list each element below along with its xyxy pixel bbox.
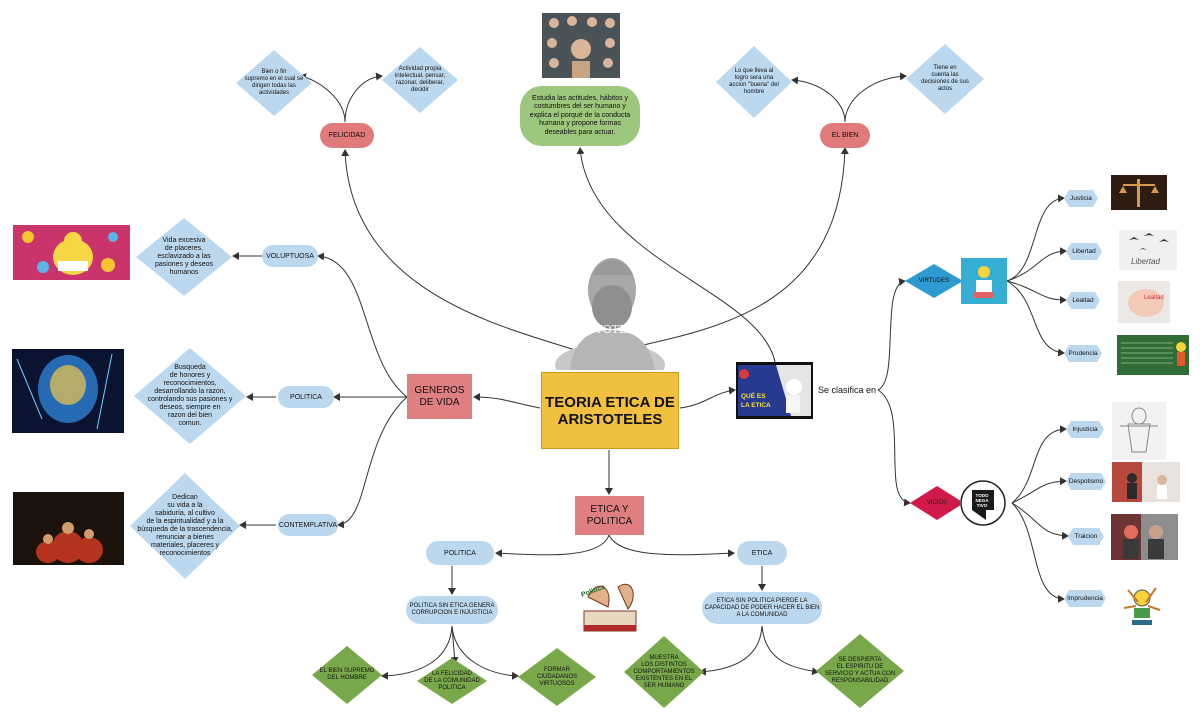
contemplativa-description-text: Dedican su vida a la sabiduría, al culti… xyxy=(137,494,233,557)
faces-collage-image xyxy=(542,13,620,78)
contemplativa-node[interactable]: CONTEMPLATIVA xyxy=(278,514,338,536)
vicio-injusticia-label: Injusticia xyxy=(1072,426,1098,433)
politica-life-node[interactable]: POLITICA xyxy=(278,386,334,408)
vicio-traicion[interactable]: Traicion xyxy=(1068,528,1104,545)
homer-pleasure-image xyxy=(13,225,130,280)
etica-sin-politica-text: ETICA SIN POLITICA PIERDE LA CAPACIDAD D… xyxy=(704,597,820,618)
vicio-traicion-label: Traicion xyxy=(1074,533,1098,540)
politica-label: POLITICA xyxy=(444,549,476,557)
politica-sin-etica-text: POLITICA SIN ETICA GENERA CORRUPCION E I… xyxy=(409,603,495,616)
lealtad-image-text: Lealtad xyxy=(1144,295,1164,301)
virtudes-node[interactable]: VIRTUDES xyxy=(905,264,963,298)
central-topic-box[interactable]: TEORIA ETICA DE ARISTOTELES xyxy=(541,372,679,449)
imprudencia-cartoon-image xyxy=(1118,580,1166,632)
politica-life-description-text: Busqueda de honores y reconocimientos, d… xyxy=(147,364,233,427)
virtud-libertad[interactable]: Libertad xyxy=(1066,243,1102,260)
voluptuosa-node[interactable]: VOLUPTUOSA xyxy=(262,245,318,267)
felicidad-definition-right: Actividad propia intelectual, pensar, ra… xyxy=(382,47,458,113)
injusticia-image xyxy=(1112,402,1166,460)
politica-cartoon-image: Politica xyxy=(578,567,642,639)
vicio-imprudencia-label: Imprudencia xyxy=(1067,595,1103,602)
virtud-lealtad-label: Lealtad xyxy=(1072,297,1094,304)
outcome-comportamientos-text: MUESTRA LOS DISTINTOS COMPORTAMIENTOS EX… xyxy=(633,654,695,689)
etica-y-politica-label: ETICA Y POLITICA xyxy=(586,503,633,527)
politica-sin-etica-box[interactable]: POLITICA SIN ETICA GENERA CORRUPCION E I… xyxy=(406,596,498,624)
el-bien-definition-left-text: Lo que lleva al logro sera una accion "b… xyxy=(729,68,779,95)
outcome-espiritu-servicio-text: SE DESPIERTA EL ESPIRITU DE SERVICIO Y A… xyxy=(824,657,896,684)
outcome-ciudadanos-virtuosos-text: FORMAR CIUDADANOS VIRTUOSOS xyxy=(536,666,577,687)
virtudes-icon-image xyxy=(961,258,1007,304)
generos-de-vida-box[interactable]: GENEROS DE VIDA xyxy=(407,374,472,419)
politica-node[interactable]: POLITICA xyxy=(426,541,494,565)
contemplativa-label: CONTEMPLATIVA xyxy=(278,521,338,529)
felicidad-node[interactable]: FELICIDAD xyxy=(320,123,374,148)
justicia-image xyxy=(1111,175,1167,210)
monks-meditating-image xyxy=(13,492,124,565)
el-bien-definition-right-text: Tiene en cuenta las decisiones de sus ac… xyxy=(921,65,969,92)
statue-inscription: ΑΡΙΣΤΟΤΕΛΗΣ xyxy=(567,323,653,336)
politica-life-label: POLITICA xyxy=(290,393,322,401)
virtud-justicia[interactable]: Justicia xyxy=(1064,190,1098,207)
libertad-image-text: Libertad xyxy=(1131,257,1160,266)
virtud-prudencia-label: Prudencia xyxy=(1068,350,1098,357)
traicion-image xyxy=(1111,514,1178,560)
outcome-bien-supremo: EL BIEN SUPREMO DEL HOMBRE xyxy=(312,646,382,704)
voluptuosa-description: Vida excesiva de placeres, esclavizado a… xyxy=(136,218,232,296)
libertad-image: Libertad xyxy=(1119,230,1177,270)
vicios-icon-text-3: TIVO xyxy=(977,503,988,508)
prudencia-chalkboard-image xyxy=(1117,335,1189,375)
etica-y-politica-box[interactable]: ETICA Y POLITICA xyxy=(575,496,644,535)
vicio-injusticia[interactable]: Injusticia xyxy=(1066,421,1104,438)
ethics-definition-text: Estudia las actitudes, hábitos y costumb… xyxy=(529,94,631,136)
central-topic-title: TEORIA ETICA DE ARISTOTELES xyxy=(545,393,675,428)
vicio-despotismo[interactable]: Despotismo xyxy=(1066,473,1106,490)
brain-ambition-image xyxy=(12,349,124,433)
virtud-prudencia[interactable]: Prudencia xyxy=(1064,345,1102,362)
felicidad-definition-left-text: Bien o fin supremo en el cual se dirigen… xyxy=(244,69,304,96)
se-clasifica-text: Se clasifica en xyxy=(817,385,877,395)
felicidad-definition-left: Bien o fin supremo en el cual se dirigen… xyxy=(236,50,312,116)
vicio-despotismo-label: Despotismo xyxy=(1068,478,1104,485)
felicidad-definition-right-text: Actividad propia intelectual, pensar, ra… xyxy=(394,66,446,93)
vicios-icon-text-2: NEGA xyxy=(975,498,989,503)
el-bien-node[interactable]: EL BIEN xyxy=(820,123,870,148)
outcome-bien-supremo-text: EL BIEN SUPREMO DEL HOMBRE xyxy=(319,668,375,681)
que-es-la-etica-video-thumbnail[interactable]: QUÉ ES LA ETICA xyxy=(736,362,813,419)
vicio-imprudencia[interactable]: Imprudencia xyxy=(1064,590,1106,607)
virtud-libertad-label: Libertad xyxy=(1072,248,1096,255)
contemplativa-description: Dedican su vida a la sabiduría, al culti… xyxy=(130,473,240,579)
virtudes-label: VIRTUDES xyxy=(918,278,950,284)
aristotle-bust-image: ΑΡΙΣΤΟΤΕΛΗΣ xyxy=(555,245,665,370)
se-clasifica-label: Se clasifica en xyxy=(816,383,878,397)
politica-life-description: Busqueda de honores y reconocimientos, d… xyxy=(134,348,246,444)
voluptuosa-description-text: Vida excesiva de placeres, esclavizado a… xyxy=(155,237,213,276)
video-thumbnail-title-line2: LA ETICA xyxy=(741,402,771,409)
lealtad-image: Lealtad xyxy=(1118,281,1170,323)
vicios-negative-icon: TODO NEGA TIVO xyxy=(960,480,1006,526)
outcome-espiritu-servicio: SE DESPIERTA EL ESPIRITU DE SERVICIO Y A… xyxy=(816,634,904,708)
etica-label: ETICA xyxy=(751,549,773,557)
el-bien-definition-right: Tiene en cuenta las decisiones de sus ac… xyxy=(906,44,984,114)
ethics-definition-bubble[interactable]: Estudia las actitudes, hábitos y costumb… xyxy=(520,86,640,146)
outcome-felicidad-comunidad: LA FELICIDAD DE LA COMUNIDAD POLITICA xyxy=(417,658,487,704)
felicidad-label: FELICIDAD xyxy=(328,132,366,139)
virtud-lealtad[interactable]: Lealtad xyxy=(1066,292,1100,309)
virtud-justicia-label: Justicia xyxy=(1070,195,1092,202)
generos-label: GENEROS DE VIDA xyxy=(414,384,465,408)
vicios-label: VICIOS xyxy=(926,500,948,506)
el-bien-definition-left: Lo que lleva al logro sera una accion "b… xyxy=(716,46,792,118)
outcome-comportamientos: MUESTRA LOS DISTINTOS COMPORTAMIENTOS EX… xyxy=(624,636,704,708)
etica-node[interactable]: ETICA xyxy=(737,541,787,565)
el-bien-label: EL BIEN xyxy=(831,132,859,139)
outcome-ciudadanos-virtuosos: FORMAR CIUDADANOS VIRTUOSOS xyxy=(518,648,596,706)
vicios-node[interactable]: VICIOS xyxy=(910,486,964,520)
voluptuosa-label: VOLUPTUOSA xyxy=(266,252,314,260)
video-thumbnail-title-line1: QUÉ ES xyxy=(741,391,766,400)
vicios-icon-text-1: TODO xyxy=(976,493,989,498)
outcome-felicidad-comunidad-text: LA FELICIDAD DE LA COMUNIDAD POLITICA xyxy=(424,670,480,691)
despotismo-image xyxy=(1112,462,1180,502)
etica-sin-politica-box[interactable]: ETICA SIN POLITICA PIERDE LA CAPACIDAD D… xyxy=(702,592,822,624)
